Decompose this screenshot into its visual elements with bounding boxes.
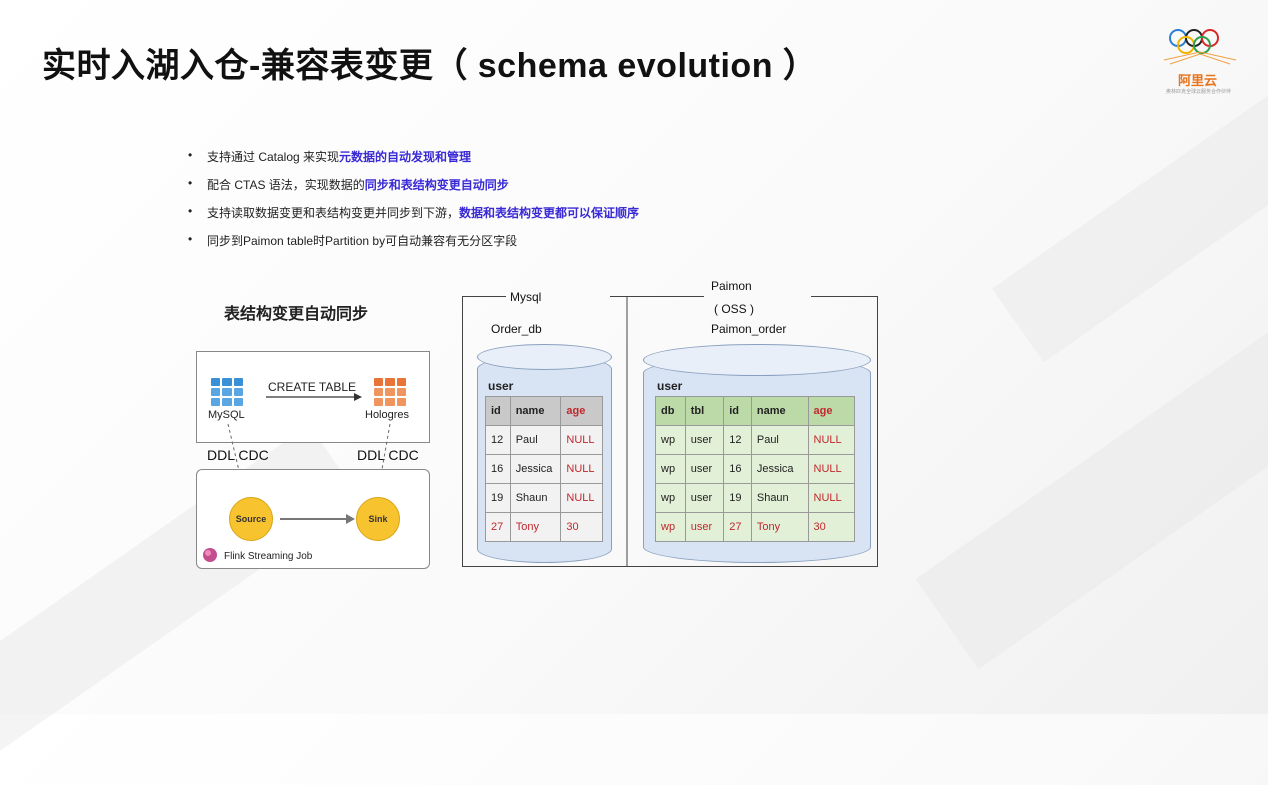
diagram-frame xyxy=(462,296,878,567)
table-cell: 16 xyxy=(485,454,511,484)
column-header: name xyxy=(509,396,562,426)
paimon-section-label: Paimon xyxy=(711,279,752,293)
create-table-arrow xyxy=(266,393,362,401)
aliyun-logo: 阿里云 奥林匹克全球云服务合作伙伴 xyxy=(1160,24,1240,98)
paimon-table-name: user xyxy=(657,379,683,393)
mysql-db-name: Order_db xyxy=(491,322,542,336)
bullet-item: •同步到Paimon table时Partition by可自动兼容有无分区字段 xyxy=(188,232,518,248)
table-cell: Tony xyxy=(750,512,809,542)
diagram-title: 表结构变更自动同步 xyxy=(224,306,369,323)
bullet-highlight: 数据和表结构变更都可以保证顺序 xyxy=(459,206,640,220)
table-cell: user xyxy=(684,512,725,542)
column-header: id xyxy=(723,396,752,426)
column-header: db xyxy=(655,396,686,426)
create-table-label: CREATE TABLE xyxy=(268,380,357,394)
table-cell: 30 xyxy=(560,512,603,542)
logo-brand: 阿里云 xyxy=(1178,73,1218,88)
table-cell: wp xyxy=(655,425,686,455)
olympic-rings-icon xyxy=(1163,29,1237,65)
ddl-cdc-label-right: DDL CDC xyxy=(357,447,419,463)
table-cell: Jessica xyxy=(509,454,562,484)
column-header: tbl xyxy=(684,396,725,426)
bullet-text: 支持通过 Catalog 来实现 xyxy=(207,150,340,164)
source-to-sink-arrow xyxy=(280,514,355,524)
column-header: name xyxy=(750,396,809,426)
mysql-table-name: user xyxy=(488,379,514,393)
table-cell: wp xyxy=(655,483,686,513)
bullet-highlight: 同步和表结构变更自动同步 xyxy=(364,178,509,192)
table-cell: user xyxy=(684,483,725,513)
table-cell: Tony xyxy=(509,512,562,542)
flink-job-label: Flink Streaming Job xyxy=(224,551,313,562)
bullet-text: 同步到Paimon table时Partition by可自动兼容有无分区字段 xyxy=(207,234,518,248)
table-cell: wp xyxy=(655,512,686,542)
column-header: age xyxy=(560,396,603,426)
column-header: id xyxy=(485,396,511,426)
table-cell: NULL xyxy=(560,483,603,513)
table-cell: 12 xyxy=(723,425,752,455)
bullet-text: 支持读取数据变更和表结构变更并同步到下游， xyxy=(207,206,460,220)
mysql-label: MySQL xyxy=(208,409,245,421)
ddl-cdc-label-left: DDL CDC xyxy=(207,447,269,463)
table-cell: NULL xyxy=(560,454,603,484)
sync-diagram xyxy=(462,296,878,567)
table-cell: 12 xyxy=(485,425,511,455)
table-cell: Paul xyxy=(750,425,809,455)
table-cell: 30 xyxy=(807,512,855,542)
table-cell: 27 xyxy=(485,512,511,542)
source-node: Source xyxy=(229,497,273,541)
sink-node: Sink xyxy=(356,497,400,541)
paimon-db-name: Paimon_order xyxy=(711,322,787,336)
mysql-cylinder-top xyxy=(477,344,612,370)
table-cell: 27 xyxy=(723,512,752,542)
table-cell: user xyxy=(684,425,725,455)
table-cell: NULL xyxy=(807,483,855,513)
hologres-table-icon xyxy=(374,378,406,406)
bullet-list: •支持通过 Catalog 来实现元数据的自动发现和管理 •配合 CTAS 语法… xyxy=(188,148,639,260)
table-cell: Paul xyxy=(509,425,562,455)
bullet-text: 配合 CTAS 语法，实现数据的 xyxy=(207,178,365,192)
table-cell: Shaun xyxy=(750,483,809,513)
table-cell: Shaun xyxy=(509,483,562,513)
table-cell: wp xyxy=(655,454,686,484)
table-cell: 19 xyxy=(723,483,752,513)
bullet-highlight: 元数据的自动发现和管理 xyxy=(339,150,472,164)
table-cell: NULL xyxy=(807,454,855,484)
table-header-row: db tbl id name age xyxy=(655,396,855,426)
bullet-item: •支持通过 Catalog 来实现元数据的自动发现和管理 xyxy=(188,148,472,164)
paimon-cylinder-top xyxy=(643,344,871,376)
column-header: age xyxy=(807,396,855,426)
page-title: 实时入湖入仓-兼容表变更（ schema evolution ） xyxy=(42,47,818,85)
bullet-item: •配合 CTAS 语法，实现数据的同步和表结构变更自动同步 xyxy=(188,176,509,192)
table-cell: 19 xyxy=(485,483,511,513)
table-cell: Jessica xyxy=(750,454,809,484)
table-cell: 16 xyxy=(723,454,752,484)
table-header-row: id name age xyxy=(485,396,603,426)
mysql-table-icon xyxy=(211,378,243,406)
bullet-item: •支持读取数据变更和表结构变更并同步到下游，数据和表结构变更都可以保证顺序 xyxy=(188,204,640,220)
logo-tagline: 奥林匹克全球云服务合作伙伴 xyxy=(1166,89,1232,95)
table-cell: user xyxy=(684,454,725,484)
background-shape xyxy=(915,280,1268,670)
table-cell: NULL xyxy=(807,425,855,455)
hologres-label: Hologres xyxy=(365,409,410,421)
flink-squirrel-icon xyxy=(203,548,217,562)
mysql-section-label: Mysql xyxy=(510,290,542,304)
paimon-storage-label: ( OSS ) xyxy=(714,302,755,316)
table-cell: NULL xyxy=(560,425,603,455)
